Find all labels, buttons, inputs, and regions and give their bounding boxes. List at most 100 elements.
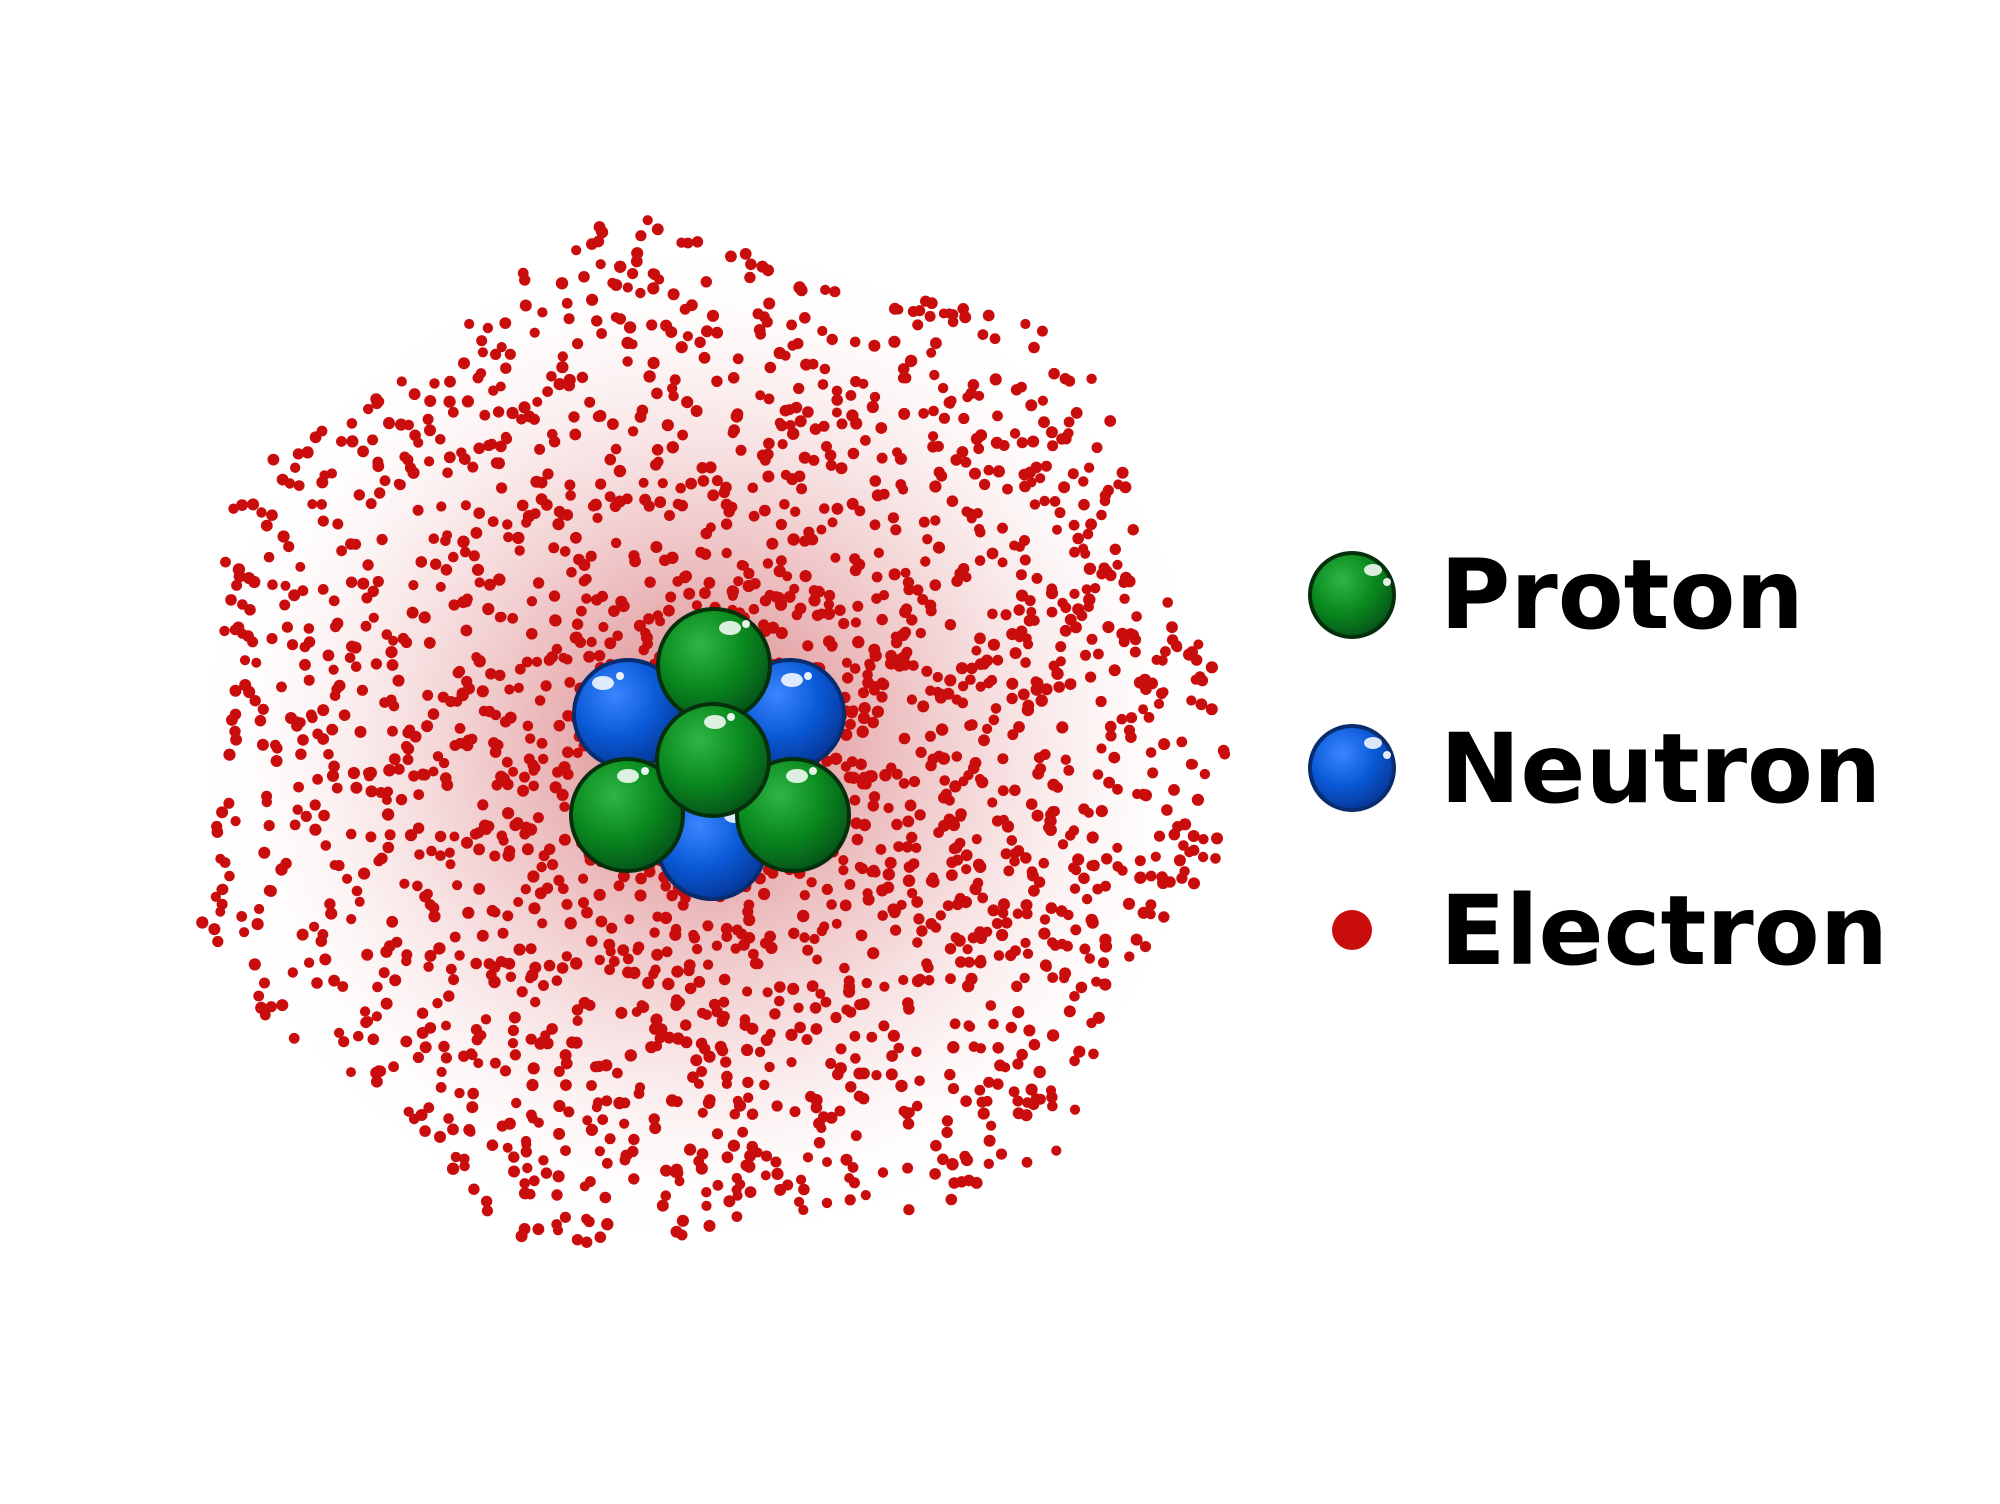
electron-dot <box>806 533 819 546</box>
electron-dot <box>357 445 369 458</box>
electron-dot <box>631 247 644 260</box>
electron-dot <box>412 880 423 892</box>
electron-dot <box>849 1030 861 1042</box>
electron-dot <box>280 580 291 591</box>
electron-dot <box>665 1094 679 1107</box>
electron-dot <box>1092 769 1104 780</box>
electron-dot <box>890 636 903 649</box>
electron-dot <box>941 1126 953 1139</box>
electron-dot <box>766 537 779 550</box>
electron-dot <box>412 822 425 834</box>
electron-dot <box>1021 908 1033 920</box>
electron-dot <box>902 1162 914 1174</box>
electron-dot <box>490 348 502 360</box>
electron-dot <box>775 518 788 531</box>
electron-dot <box>1168 784 1180 796</box>
electron-dot <box>277 530 290 543</box>
electron-dot <box>557 883 569 895</box>
electron-dot <box>532 396 543 407</box>
electron-dot <box>950 454 962 466</box>
electron-dot <box>763 393 775 405</box>
electron-dot <box>435 581 446 592</box>
electron-dot <box>668 390 679 402</box>
electron-dot <box>951 854 964 866</box>
electron-dot <box>466 733 478 745</box>
electron-dot <box>516 986 528 998</box>
electron-dot <box>499 1065 512 1077</box>
electron-dot <box>517 784 530 797</box>
electron-dot <box>1072 603 1085 616</box>
electron-dot <box>925 297 938 310</box>
electron-dot <box>831 394 843 406</box>
electron-dot <box>564 479 576 491</box>
electron-dot <box>394 479 406 491</box>
electron-dot <box>1069 1104 1081 1115</box>
electron-dot <box>1069 546 1080 558</box>
electron-dot <box>941 1115 954 1127</box>
electron-dot <box>438 1040 450 1053</box>
electron-dot <box>248 575 261 589</box>
electron-dot <box>408 770 420 782</box>
electron-dot <box>1078 543 1089 554</box>
electron-dot <box>744 1149 757 1162</box>
electron-dot <box>1188 877 1200 890</box>
electron-dot <box>703 1219 716 1232</box>
electron-dot <box>718 973 731 986</box>
electron-dot <box>711 940 723 951</box>
electron-dot <box>528 1175 540 1187</box>
electron-dot <box>868 791 881 803</box>
electron-dot <box>876 613 888 626</box>
electron-dot <box>1055 656 1066 667</box>
electron-dot <box>360 620 372 632</box>
electron-dot <box>1132 788 1143 800</box>
electron-dot <box>513 682 524 694</box>
electron-dot <box>924 730 936 742</box>
electron-dot <box>1006 677 1019 690</box>
electron-dot <box>566 1036 579 1049</box>
electron-dot <box>1086 1017 1097 1029</box>
electron-dot <box>864 658 875 669</box>
electron-dot <box>638 644 650 656</box>
electron-dot <box>869 649 882 662</box>
electron-dot <box>996 928 1009 942</box>
electron-dot <box>471 652 482 663</box>
electron-dot <box>552 766 564 778</box>
electron-dot <box>911 975 925 988</box>
electron-dot <box>478 705 490 717</box>
electron-dot <box>688 929 699 940</box>
electron-dot <box>1073 1045 1086 1058</box>
electron-dot <box>512 817 524 828</box>
electron-dot <box>796 1174 807 1185</box>
electron-dot <box>944 619 957 631</box>
electron-dot <box>604 964 615 976</box>
electron-dot <box>989 373 1002 386</box>
electron-dot <box>947 1083 960 1095</box>
electron-dot <box>428 766 439 777</box>
electron-dot <box>700 276 712 288</box>
electron-dot <box>858 818 871 832</box>
electron-dot <box>559 801 570 812</box>
electron-dot <box>248 958 261 971</box>
electron-dot <box>547 428 558 440</box>
electron-dot <box>358 867 371 880</box>
electron-dot <box>504 348 516 360</box>
electron-dot <box>1083 593 1096 606</box>
electron-dot <box>379 475 391 487</box>
electron-dot <box>971 834 982 845</box>
electron-dot <box>613 1096 626 1110</box>
electron-dot <box>846 497 859 510</box>
electron-dot <box>694 336 706 348</box>
electron-dot <box>215 853 226 864</box>
electron-dot <box>236 499 249 511</box>
electron-dot <box>503 845 516 857</box>
electron-dot <box>337 981 349 992</box>
electron-dot <box>328 760 340 773</box>
electron-dot <box>974 632 986 645</box>
electron-dot <box>1033 752 1045 764</box>
electron-dot <box>408 388 421 401</box>
electron-dot <box>898 974 909 986</box>
electron-dot <box>526 628 538 640</box>
electron-dot <box>806 877 817 888</box>
electron-dot <box>255 1001 268 1014</box>
electron-dot <box>956 446 969 458</box>
